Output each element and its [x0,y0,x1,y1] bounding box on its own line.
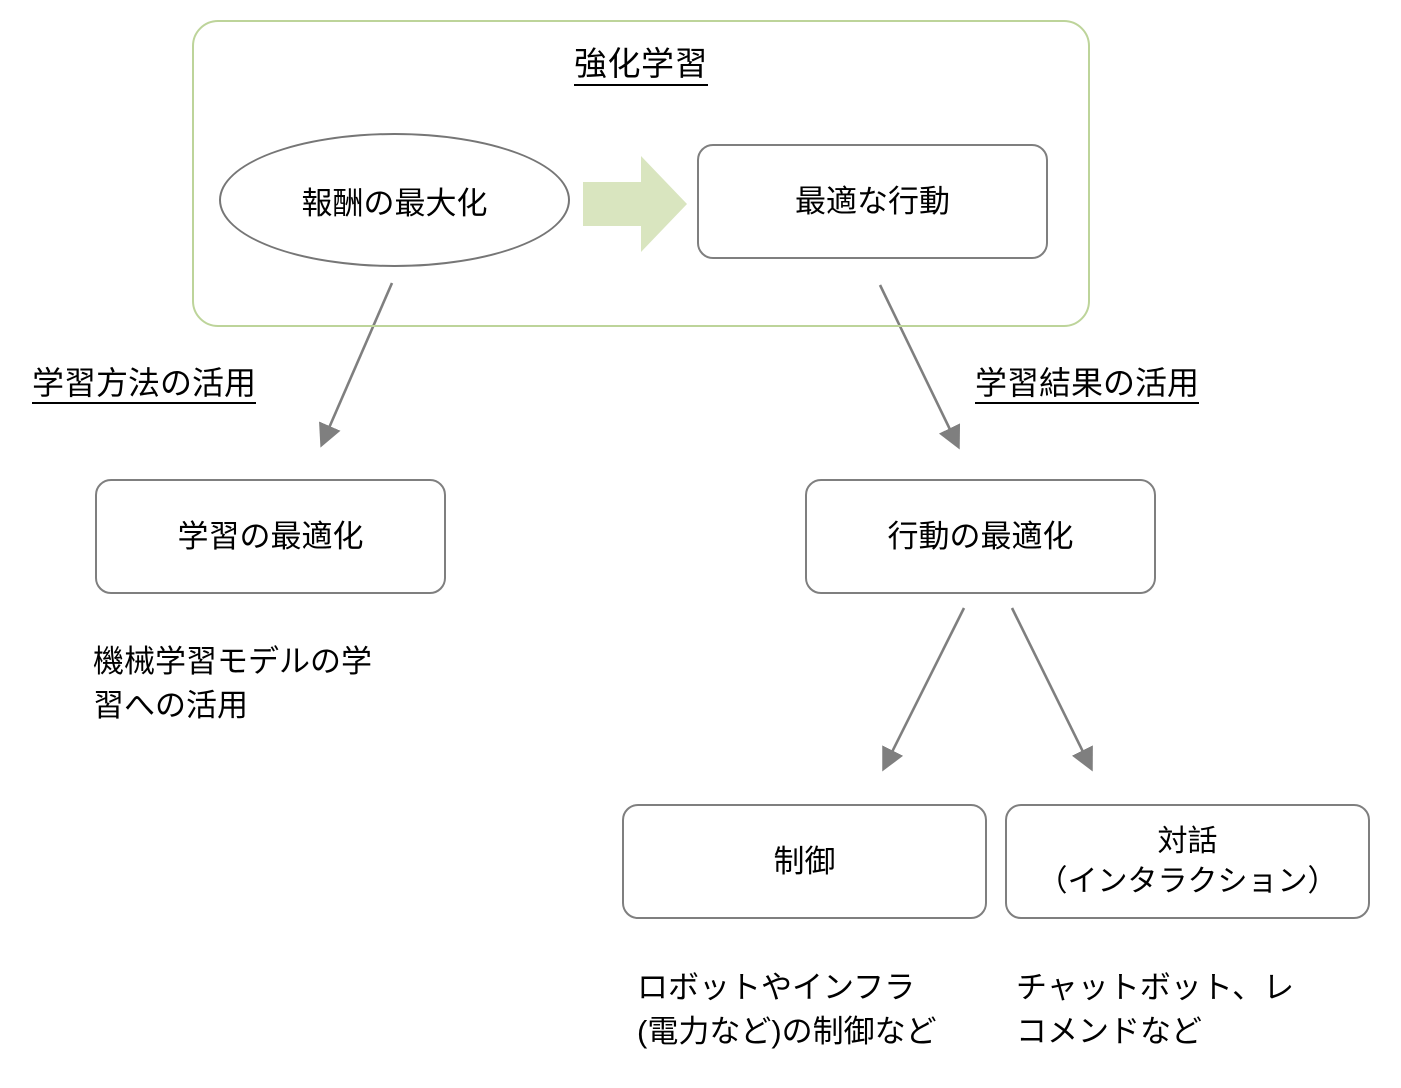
block-arrow-right [583,152,687,256]
node-optimal-action[interactable]: 最適な行動 [697,144,1048,259]
caption-machine-learning: 機械学習モデルの学 習への活用 [93,644,372,723]
node-control-label: 制御 [773,843,836,879]
group-title: 強化学習 [192,44,1090,86]
reinforcement-learning-group [192,20,1090,327]
node-reward-maximization-label: 報酬の最大化 [301,185,488,221]
node-learning-optimization[interactable]: 学習の最適化 [95,479,446,594]
edge-label-method-use: 学習方法の活用 [32,364,257,404]
connector-action-opt-to-control [882,607,966,772]
caption-control: ロボットやインフラ (電力など)の制御など [637,970,937,1049]
node-learning-optimization-label: 学習の最適化 [177,518,364,554]
connector-action-opt-to-dialogue [1010,607,1093,772]
edge-label-method-use-text: 学習方法の活用 [32,365,257,404]
edge-label-result-use-text: 学習結果の活用 [975,365,1200,404]
node-optimal-action-label: 最適な行動 [795,183,950,219]
node-dialogue[interactable]: 対話 （インタラクション） [1005,804,1370,919]
node-control[interactable]: 制御 [622,804,987,919]
edge-label-result-use: 学習結果の活用 [975,364,1200,404]
node-reward-maximization[interactable]: 報酬の最大化 [219,133,570,267]
caption-dialogue: チャットボット、レ コメンドなど [1016,970,1295,1049]
node-dialogue-label: 対話 （インタラクション） [1037,824,1338,898]
group-title-text: 強化学習 [574,45,708,86]
node-action-optimization[interactable]: 行動の最適化 [805,479,1156,594]
node-action-optimization-label: 行動の最適化 [887,518,1074,554]
